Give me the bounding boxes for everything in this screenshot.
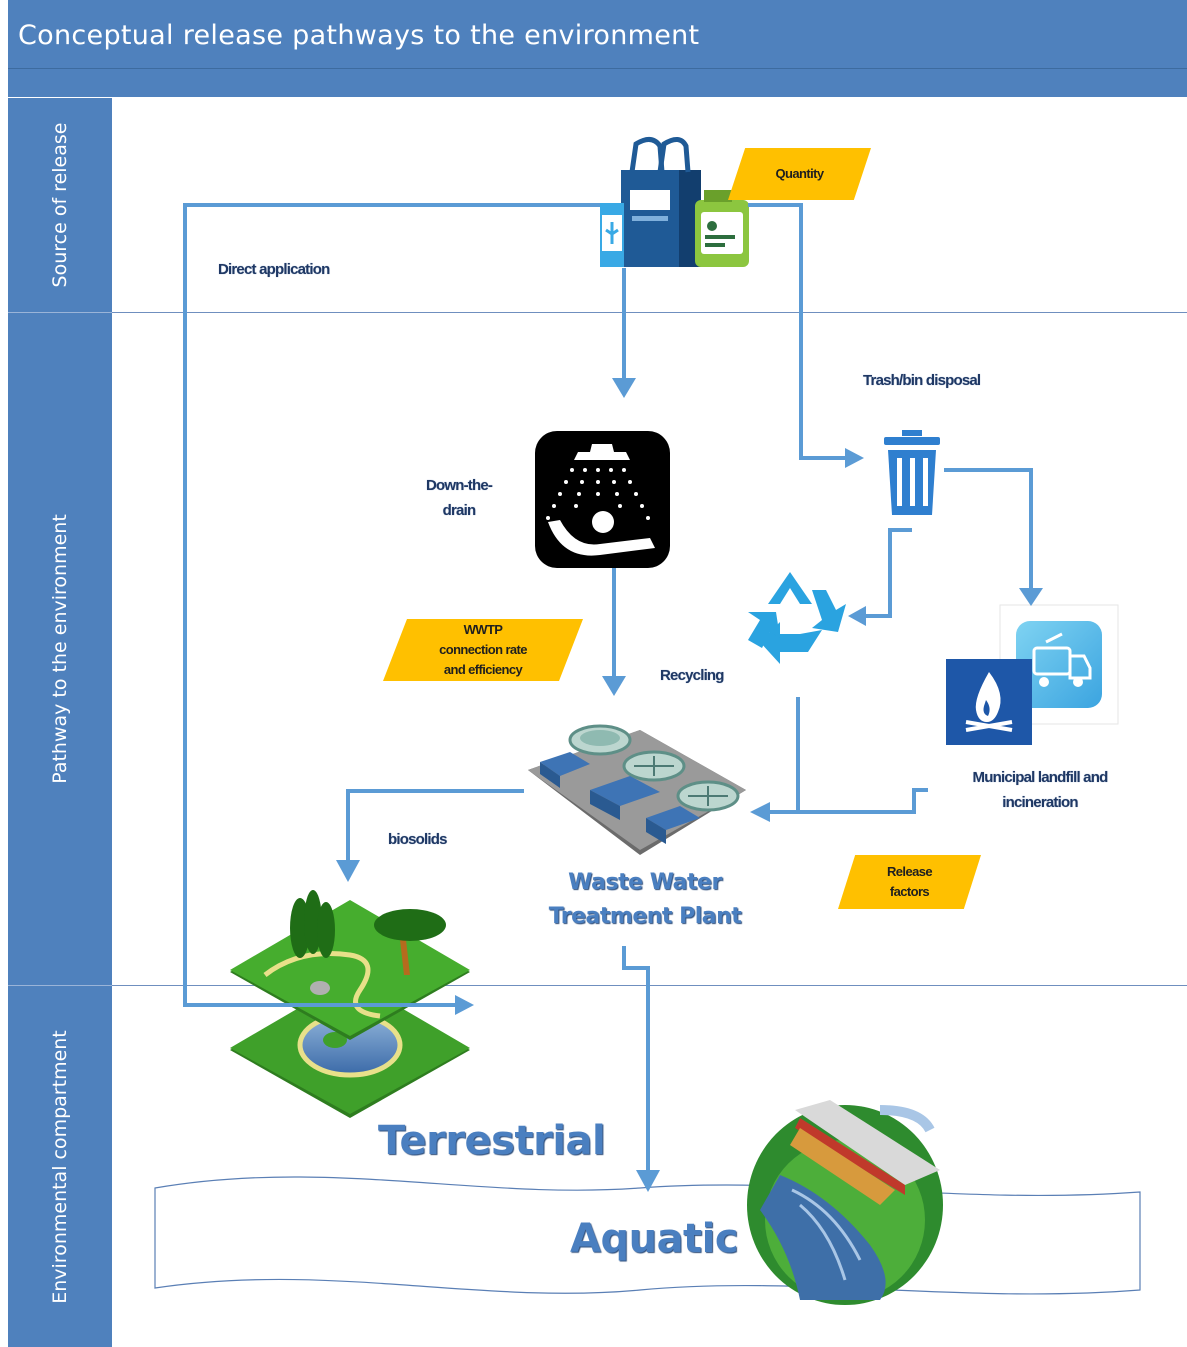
arrow-trash-disposal xyxy=(748,203,847,460)
arrow-wwtp-to-aquatic xyxy=(622,946,650,1172)
lane-divider xyxy=(112,312,1187,313)
wwtp-plant-icon xyxy=(524,719,748,862)
label-landfill-line1: Municipal landfill and xyxy=(972,769,1109,786)
label-direct-application: Direct application xyxy=(218,261,330,278)
tag-quantity: Quantity xyxy=(728,148,871,200)
tag-wwtp-connection: WWTP connection rate and efficiency xyxy=(383,619,583,681)
arrow-bin-to-landfill xyxy=(944,468,1033,590)
tag-wwtp-connection-text: WWTP connection rate and efficiency xyxy=(439,622,527,677)
flow-arrows xyxy=(183,203,1033,1172)
product-bag-icon xyxy=(600,137,750,268)
label-wwtp-line1: Waste Water xyxy=(568,870,722,895)
label-terrestrial: Terrestrial xyxy=(378,1118,606,1164)
label-down-the-drain-line2: drain xyxy=(442,502,476,519)
label-down-the-drain-line1: Down-the- xyxy=(425,477,493,494)
lane-source-of-release: Source of release xyxy=(8,98,112,313)
arrow-recycling-to-wwtp xyxy=(770,697,800,814)
recycling-icon xyxy=(740,562,848,669)
label-landfill-line2: incineration xyxy=(1002,794,1078,811)
header-subbar xyxy=(8,69,1187,97)
tag-release-factors: Release factors xyxy=(838,855,981,909)
title-bar: Conceptual release pathways to the envir… xyxy=(8,0,1187,69)
tag-quantity-text: Quantity xyxy=(775,166,825,181)
arrow-bin-to-recycling xyxy=(865,528,912,618)
shower-drain-icon xyxy=(535,431,670,568)
tag-shape xyxy=(838,855,981,909)
tag-shape xyxy=(383,619,583,681)
trash-bin-icon xyxy=(880,428,944,518)
tag-release-factors-text: Release factors xyxy=(887,864,933,899)
tag-shape xyxy=(728,148,871,200)
label-trash-disposal: Trash/bin disposal xyxy=(863,372,981,389)
aquatic-river-icon xyxy=(747,1100,943,1305)
arrow-landfill-to-wwtp xyxy=(798,788,928,814)
incineration-icon xyxy=(946,659,1032,745)
diagram-title: Conceptual release pathways to the envir… xyxy=(18,20,700,51)
label-aquatic: Aquatic xyxy=(570,1216,739,1262)
label-wwtp-line2: Treatment Plant xyxy=(548,904,742,929)
label-biosolids: biosolids xyxy=(388,831,447,848)
lane-compartment: Environmental compartment xyxy=(8,986,112,1347)
arrow-biosolids xyxy=(346,789,524,862)
arrow-heads xyxy=(336,378,1043,1192)
lane-pathway: Pathway to the environment xyxy=(8,313,112,986)
label-recycling: Recycling xyxy=(660,667,724,684)
arrow-direct-application xyxy=(183,203,600,1007)
